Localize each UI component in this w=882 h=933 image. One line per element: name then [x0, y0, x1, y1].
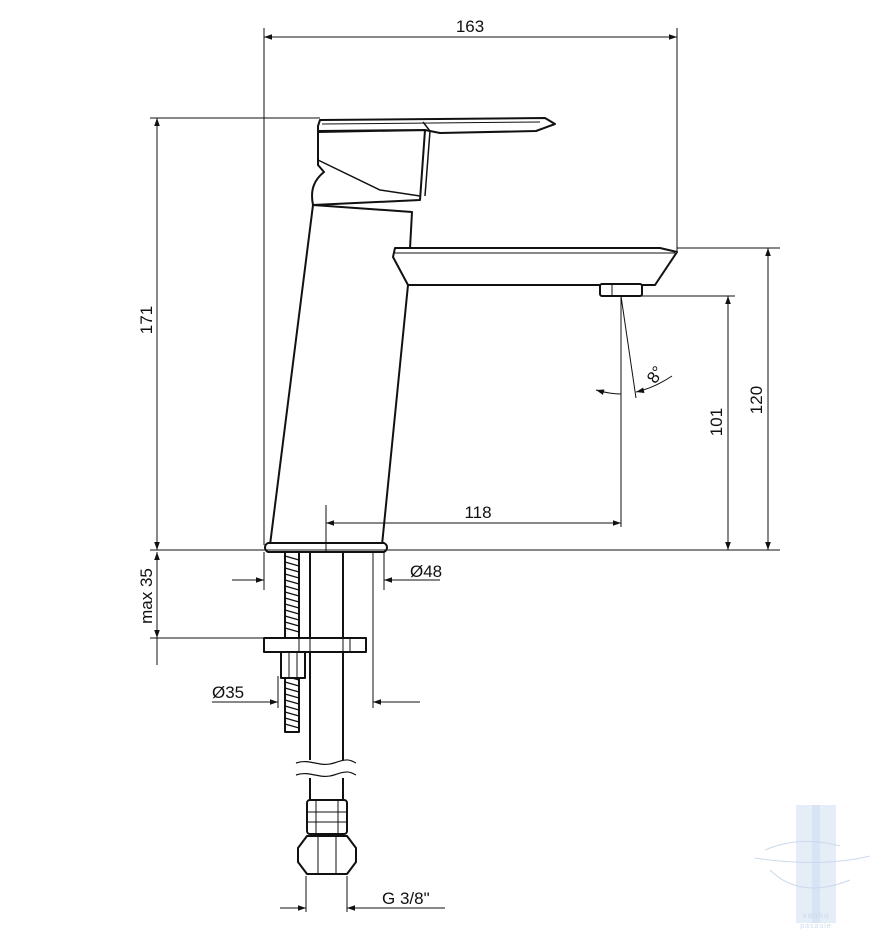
- hex-nut: [297, 835, 357, 875]
- hose-ferrule: [306, 799, 348, 835]
- aerator: [599, 283, 643, 297]
- label-8deg: 8°: [643, 363, 668, 387]
- label-118: 118: [464, 503, 491, 522]
- label-d48: Ø48: [410, 562, 442, 581]
- label-d35: Ø35: [212, 683, 244, 702]
- label-171: 171: [137, 306, 156, 334]
- svg-text:pasaule: pasaule: [800, 923, 832, 930]
- mounting-hardware: [263, 551, 367, 875]
- mounting-nut: [280, 651, 306, 679]
- label-g38: G 3/8": [382, 889, 430, 908]
- dimension-lines: [154, 34, 771, 911]
- label-120: 120: [747, 386, 766, 414]
- break-line: [295, 759, 357, 778]
- svg-text:vannu: vannu: [803, 911, 830, 920]
- clamp-plate: [263, 637, 367, 653]
- cartridge-housing: [311, 129, 426, 206]
- faucet-spout: [392, 247, 678, 286]
- faucet-body: [264, 117, 678, 553]
- watermark-logo: vannu pasaule: [754, 805, 871, 930]
- label-101: 101: [707, 408, 726, 436]
- dimension-labels: 163 171 120 101 118 8° Ø48 Ø35 max 35 G …: [137, 17, 766, 908]
- faucet-column: [269, 204, 413, 546]
- label-max35: max 35: [137, 568, 156, 624]
- lever-handle: [317, 117, 556, 134]
- extension-lines: [150, 28, 780, 912]
- label-163: 163: [456, 17, 484, 36]
- dim-arc-8deg: [595, 389, 622, 395]
- rod-thread-pattern: [284, 555, 300, 729]
